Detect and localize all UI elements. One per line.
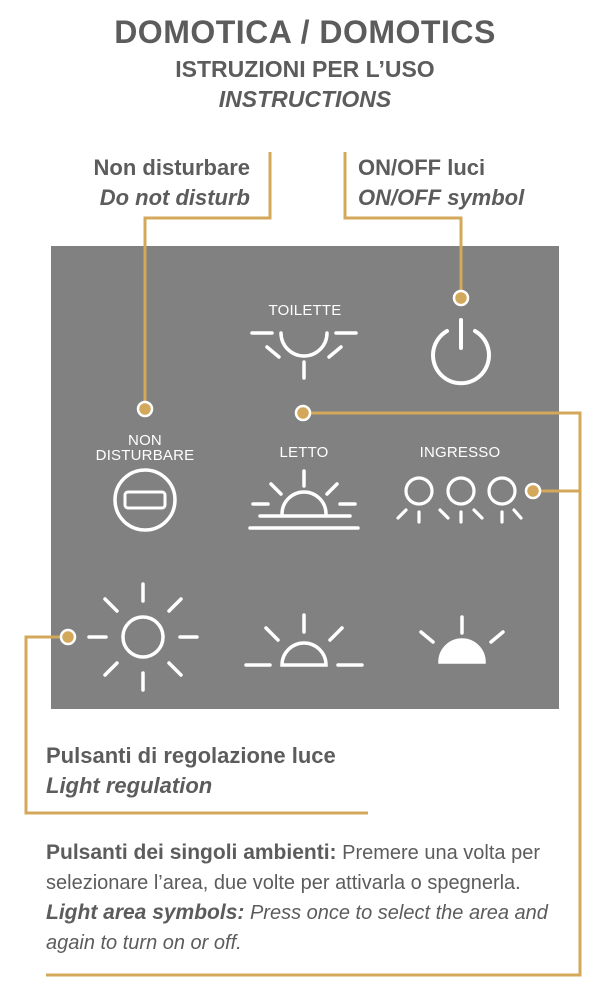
do-not-disturb-icon <box>123 490 167 510</box>
ingresso-light-button[interactable] <box>396 476 523 524</box>
dnd-caption-line1: NON <box>128 432 162 449</box>
onoff-label-it: ON/OFF luci <box>358 155 486 180</box>
dnd-callout-label: Non disturbare Do not disturb <box>84 153 250 213</box>
onoff-label-en: ON/OFF symbol <box>358 185 525 210</box>
regulation-label-en: Light regulation <box>46 773 213 798</box>
areas-instructions-it: Pulsanti dei singoli ambienti: Premere u… <box>46 838 586 898</box>
power-icon <box>431 329 491 386</box>
dnd-leader-line <box>143 152 272 409</box>
regulation-leader-line <box>24 635 368 815</box>
callout-leaders <box>24 152 582 977</box>
regulation-callout-label: Pulsanti di regolazione luce Light regul… <box>46 741 336 801</box>
areas-instructions-en: Light area symbols: Press once to select… <box>46 898 586 958</box>
areas-text-it: Premere una volta per selezionare l’area… <box>46 842 540 894</box>
dnd-caption: NON DISTURBARE <box>80 433 210 463</box>
areas-instructions: Pulsanti dei singoli ambienti: Premere u… <box>46 838 586 958</box>
letto-light-button[interactable] <box>248 469 360 530</box>
ingresso-caption: INGRESSO <box>419 444 501 461</box>
dnd-label-it: Non disturbare <box>93 155 250 180</box>
brightness-mid-button[interactable] <box>244 613 364 667</box>
callout-dots <box>59 289 542 646</box>
power-button[interactable] <box>431 318 491 386</box>
dnd-caption-line2: DISTURBARE <box>95 447 195 464</box>
page-subtitle-it: ISTRUZIONI PER L’USO <box>175 56 435 82</box>
brightness-low-button[interactable] <box>419 615 505 664</box>
page-subtitle-en: INSTRUCTIONS <box>218 86 392 112</box>
toilette-light-button[interactable] <box>250 331 358 380</box>
letto-dot <box>294 404 312 422</box>
page-title: DOMOTICA / DOMOTICS <box>114 14 496 50</box>
areas-heading-it: Pulsanti dei singoli ambienti: <box>46 841 337 864</box>
areas-leader-line <box>46 411 582 977</box>
dnd-label-en: Do not disturb <box>99 185 250 210</box>
do-not-disturb-button[interactable] <box>113 468 177 532</box>
brightness-max-button[interactable] <box>87 582 199 692</box>
toilette-caption: TOILETTE <box>268 302 342 319</box>
regulation-dot <box>59 628 77 646</box>
areas-text-en: Press once to select the area and again … <box>46 902 548 954</box>
onoff-callout-label: ON/OFF luci ON/OFF symbol <box>358 153 524 213</box>
onoff-leader-line <box>343 152 463 298</box>
regulation-label-it: Pulsanti di regolazione luce <box>46 743 336 768</box>
dnd-dot <box>136 400 154 418</box>
areas-heading-en: Light area symbols: <box>46 901 245 924</box>
onoff-dot <box>452 289 470 307</box>
ingresso-dot <box>524 482 542 500</box>
letto-caption: LETTO <box>279 444 329 461</box>
